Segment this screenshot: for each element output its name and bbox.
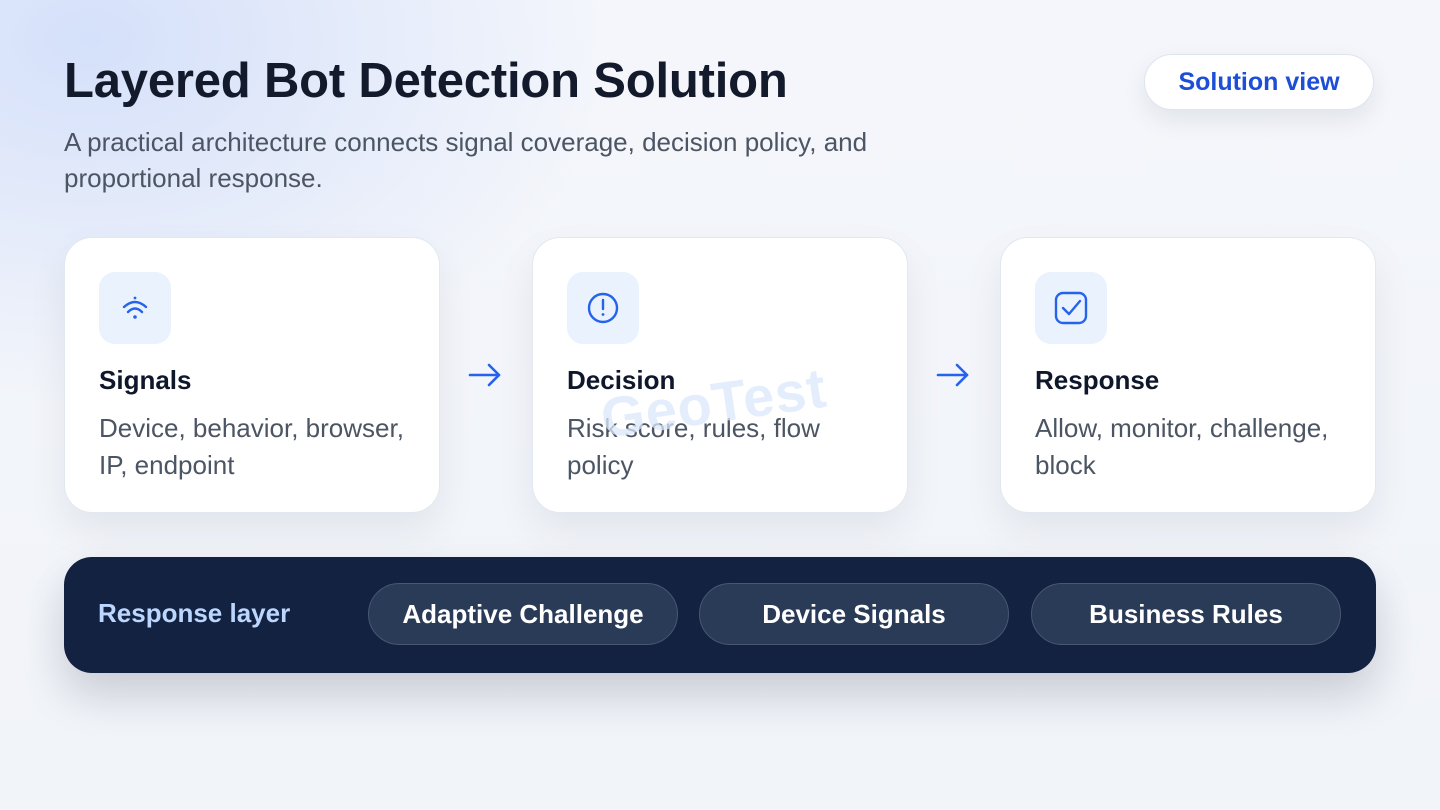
- signals-title: Signals: [99, 365, 192, 395]
- signal-icon: [122, 296, 148, 319]
- response-icon-box: [1035, 272, 1107, 344]
- device-signals-pill[interactable]: Device Signals: [699, 583, 1009, 645]
- decision-description: Risk score, rules, flow policy: [567, 413, 820, 480]
- signals-card: Signals Device, behavior, browser, IP, e…: [64, 237, 440, 513]
- response-title: Response: [1035, 365, 1160, 395]
- response-card: Response Allow, monitor, challenge, bloc…: [1000, 237, 1376, 513]
- checkbox-icon: [1054, 291, 1088, 325]
- alert-circle-icon: [587, 292, 619, 324]
- signals-description: Device, behavior, browser, IP, endpoint: [99, 413, 404, 480]
- response-description: Allow, monitor, challenge, block: [1035, 413, 1329, 480]
- page-subtitle: A practical architecture connects signal…: [64, 127, 868, 193]
- decision-icon-box: [567, 272, 639, 344]
- decision-card: Decision Risk score, rules, flow policy: [532, 237, 908, 513]
- arrow-right-icon: [468, 363, 501, 387]
- business-rules-pill[interactable]: Business Rules: [1031, 583, 1341, 645]
- response-layer-label: Response layer: [98, 598, 291, 628]
- adaptive-challenge-pill[interactable]: Adaptive Challenge: [368, 583, 678, 645]
- solution-view-button[interactable]: Solution view: [1144, 54, 1374, 110]
- arrow-right-icon: [936, 363, 969, 387]
- response-layer-panel: Response layer Adaptive Challenge Device…: [64, 557, 1376, 673]
- decision-title: Decision: [567, 365, 676, 395]
- page-title: Layered Bot Detection Solution: [64, 54, 788, 108]
- signals-icon-box: [99, 272, 171, 344]
